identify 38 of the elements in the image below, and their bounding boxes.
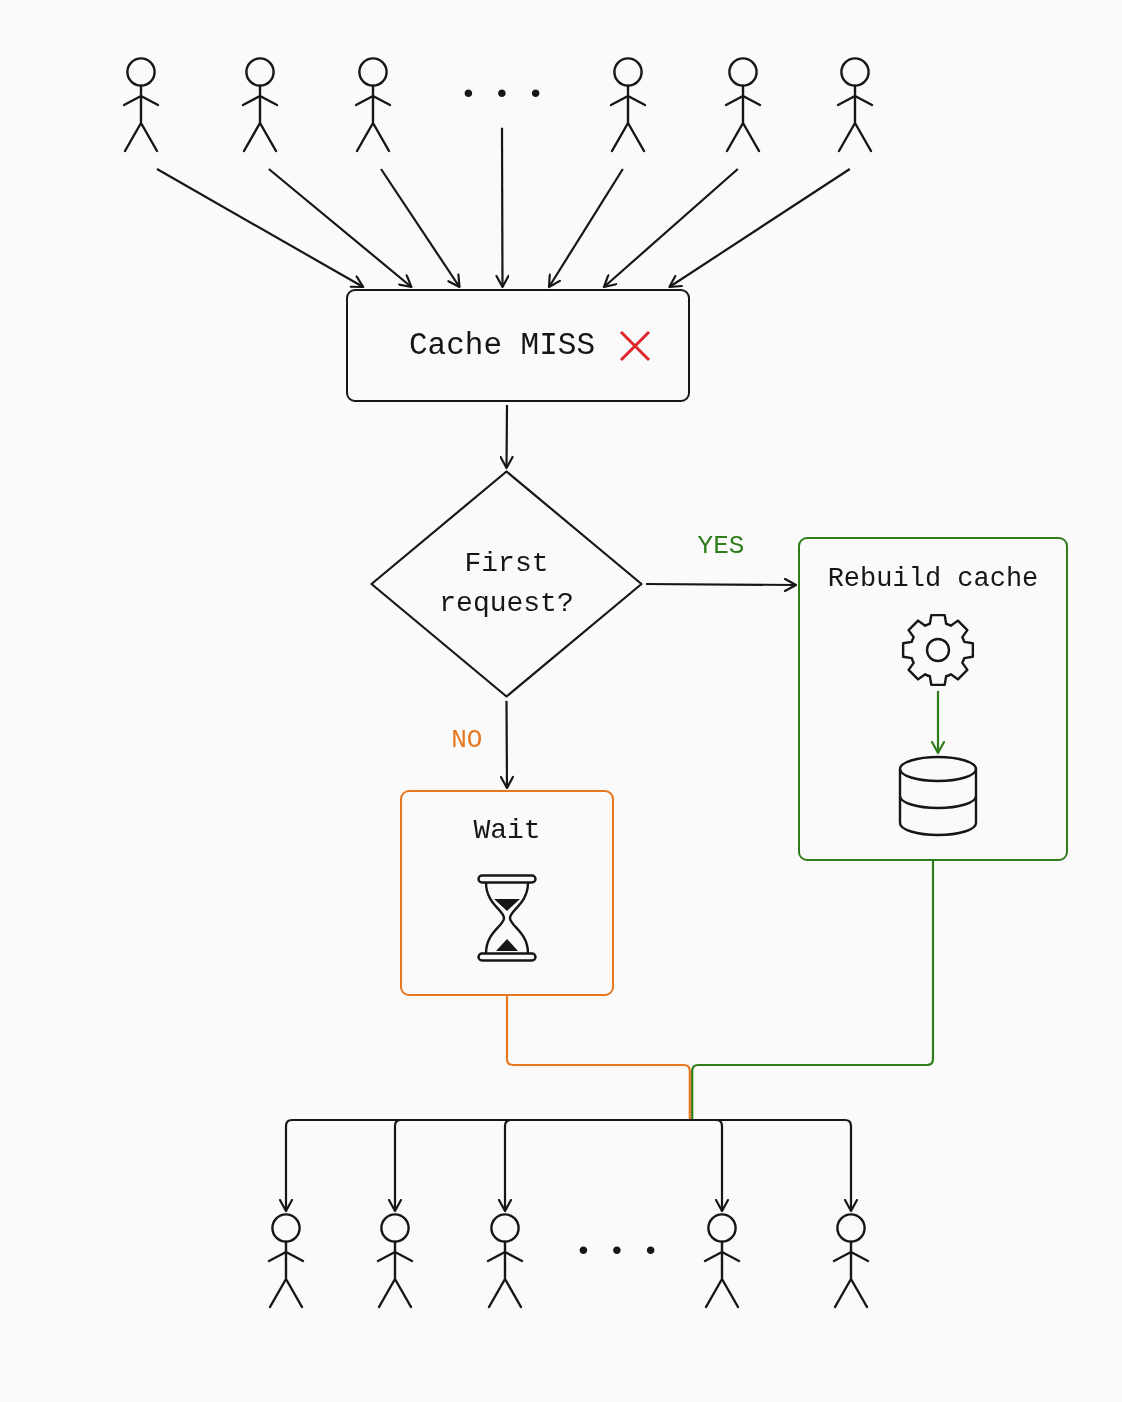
- ellipsis: • • •: [460, 78, 544, 112]
- person-icon: [831, 1213, 871, 1309]
- person-icon: [835, 57, 875, 153]
- person-icon: [240, 57, 280, 153]
- connector-line: [691, 861, 935, 1120]
- person-icon: [485, 1213, 525, 1309]
- person-icon: [702, 1213, 742, 1309]
- person-icon: [608, 57, 648, 153]
- person-icon: [266, 1213, 306, 1309]
- process-box: [400, 790, 614, 996]
- decision-diamond: [370, 470, 643, 698]
- step-label: Cache MISS: [409, 326, 595, 365]
- person-icon: [375, 1213, 415, 1309]
- arrow: [380, 168, 461, 289]
- arrow: [930, 691, 946, 755]
- arrow: [497, 1118, 691, 1213]
- arrow: [691, 1118, 859, 1213]
- arrow: [646, 577, 798, 593]
- question-label: First request?: [439, 547, 574, 621]
- ellipsis: • • •: [575, 1235, 659, 1269]
- step-label: Rebuild cache: [827, 563, 1039, 596]
- process-box: [798, 537, 1068, 861]
- person-icon: [723, 57, 763, 153]
- process-box: [346, 289, 690, 402]
- database-icon: [898, 755, 978, 837]
- arrow: [495, 127, 510, 289]
- arrow: [668, 168, 851, 289]
- arrow: [268, 168, 413, 289]
- arrow: [156, 168, 365, 289]
- arrow: [547, 168, 624, 289]
- arrow: [499, 405, 514, 470]
- person-icon: [353, 57, 393, 153]
- connector-line: [505, 996, 691, 1120]
- person-icon: [121, 57, 161, 153]
- arrow: [602, 168, 739, 289]
- gear-icon: [900, 612, 976, 688]
- arrow: [499, 701, 515, 790]
- step-label: Wait: [473, 814, 541, 848]
